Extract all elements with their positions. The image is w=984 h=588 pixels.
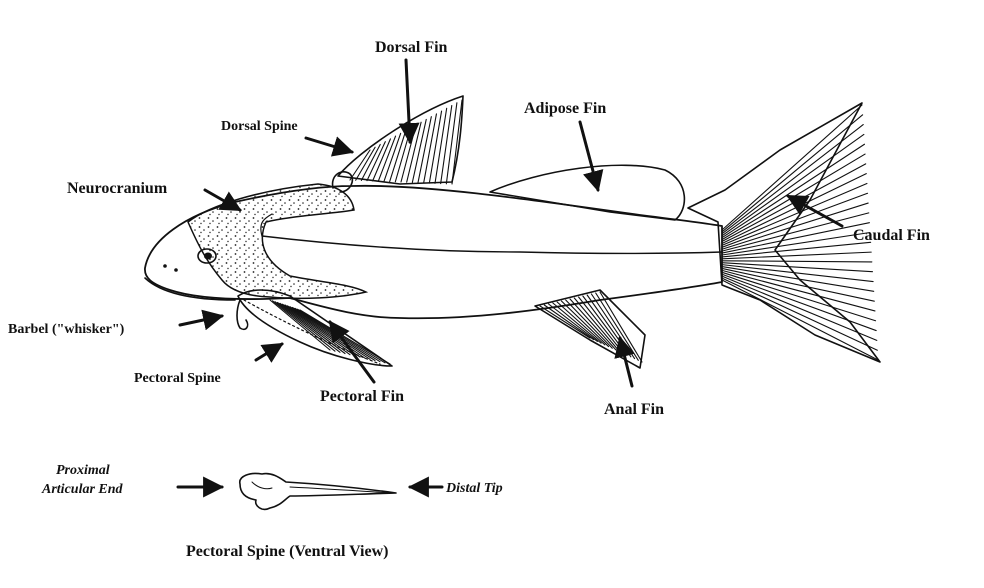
- label-distal-tip: Distal Tip: [445, 481, 503, 496]
- label-pectoral-spine: Pectoral Spine: [134, 371, 221, 386]
- label-anal-fin: Anal Fin: [604, 401, 664, 418]
- barbel-shape: [236, 299, 249, 331]
- arrow-dorsal-spine: [304, 136, 355, 157]
- arrow-barbel: [178, 309, 225, 331]
- pectoral-spine-and-fin-shape: [237, 289, 393, 367]
- label-barbel: Barbel ("whisker"): [8, 322, 125, 337]
- arrow-pectoral-fin: [328, 320, 376, 384]
- arrow-adipose-fin: [578, 120, 604, 193]
- label-proximal-line2: Articular End: [41, 482, 124, 497]
- arrow-pectoral-spine: [254, 342, 284, 363]
- caudal-fin-shape: [687, 102, 881, 363]
- label-pectoral-fin: Pectoral Fin: [320, 388, 404, 405]
- label-neurocranium: Neurocranium: [67, 180, 168, 197]
- label-dorsal-fin: Dorsal Fin: [375, 39, 448, 56]
- label-dorsal-spine: Dorsal Spine: [221, 119, 298, 134]
- label-proximal-line1: Proximal: [56, 463, 110, 478]
- neurocranium-shape: [187, 183, 369, 300]
- dorsal-fin-shape: [331, 95, 464, 193]
- eye: [197, 248, 217, 264]
- labels: Dorsal Fin Adipose Fin Dorsal Spine Neur…: [8, 39, 930, 560]
- pectoral-spine-ventral-view-drawing: [239, 472, 397, 511]
- label-caudal-fin: Caudal Fin: [853, 227, 930, 244]
- caption-pectoral-spine-ventral-view: Pectoral Spine (Ventral View): [186, 543, 388, 560]
- label-arrows: [176, 58, 844, 498]
- arrow-caudal-fin: [786, 194, 844, 228]
- arrow-dorsal-fin: [398, 58, 420, 145]
- adipose-fin-shape: [489, 164, 686, 221]
- fish-illustration: [144, 95, 881, 369]
- arrow-neurocranium: [203, 188, 242, 212]
- label-adipose-fin: Adipose Fin: [524, 100, 606, 117]
- arrow-anal-fin: [614, 335, 635, 388]
